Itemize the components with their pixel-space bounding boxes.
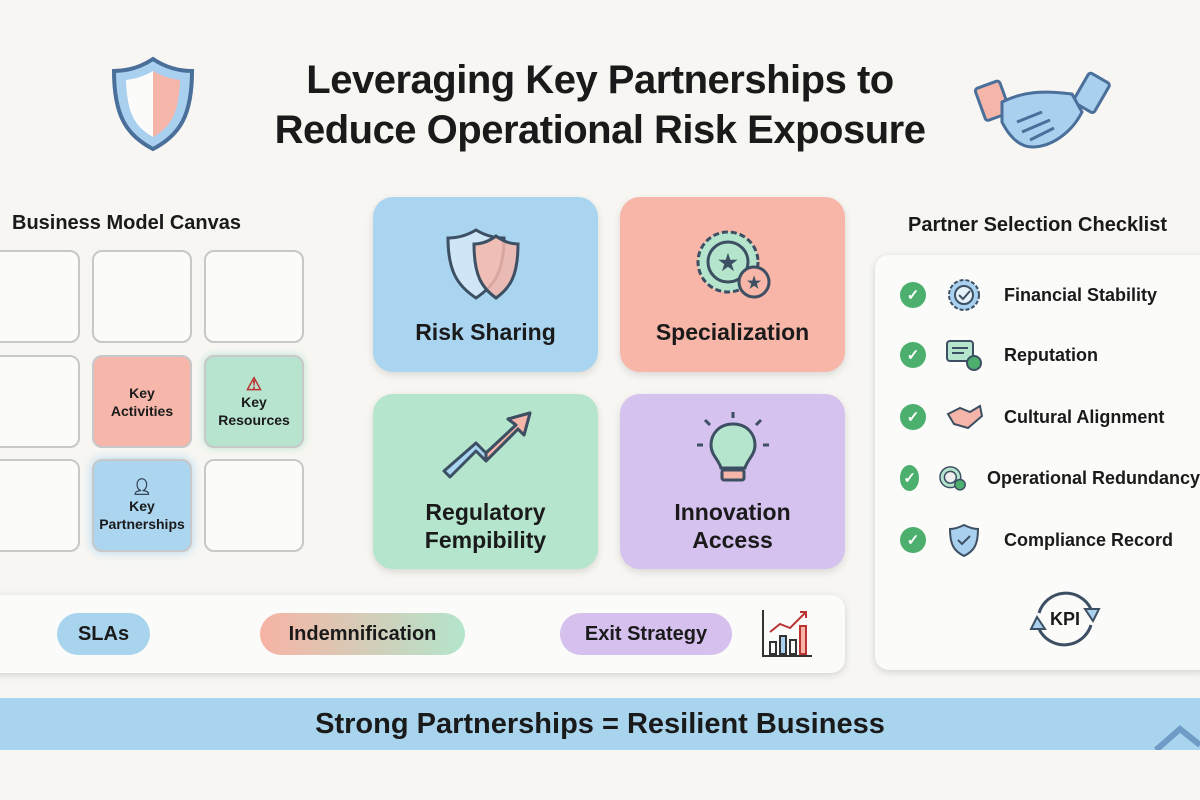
shield-check-icon bbox=[948, 523, 980, 557]
tile-innovation-access: Innovation Access bbox=[620, 394, 845, 569]
kpi-label: KPI bbox=[1049, 608, 1080, 629]
tile-label: Risk Sharing bbox=[415, 318, 556, 345]
tile-regulatory-flexibility: Regulatory Fempibility bbox=[373, 394, 598, 569]
pill-indemnification: Indemnification bbox=[260, 613, 465, 655]
checklist-label: Operational Redundancy bbox=[986, 467, 1200, 488]
canvas-cell bbox=[0, 459, 80, 552]
tile-label-line1: Innovation bbox=[674, 498, 791, 525]
checklist-item: ✓ Reputation bbox=[900, 340, 1098, 371]
tile-label-line2: Access bbox=[692, 526, 773, 553]
canvas-cell bbox=[0, 355, 80, 448]
pill-slas: SLAs bbox=[57, 613, 150, 655]
star-badge-icon: ★ ★ bbox=[696, 230, 770, 298]
canvas-cell bbox=[92, 250, 192, 343]
tile-label-line1: Regulatory bbox=[425, 499, 546, 525]
canvas-cell-key-partnerships: 👤︎ Key Partnerships bbox=[92, 459, 192, 552]
canvas-title: Business Model Canvas bbox=[12, 212, 241, 234]
canvas-cell-key-resources: ⚠ Key Resources bbox=[204, 355, 304, 448]
badge-check-icon bbox=[948, 279, 980, 311]
checklist-label: Reputation bbox=[1004, 344, 1098, 365]
tile-risk-sharing: Risk Sharing bbox=[373, 197, 598, 372]
canvas-cell bbox=[204, 459, 304, 552]
title-line-2: Reduce Operational Risk Exposure bbox=[274, 108, 926, 152]
svg-text:★: ★ bbox=[718, 250, 738, 275]
key-activities-line2: Activities bbox=[110, 402, 174, 419]
checklist-panel bbox=[875, 255, 1200, 670]
checklist-title: Partner Selection Checklist bbox=[908, 214, 1167, 236]
handshake-icon bbox=[973, 71, 1111, 149]
chevron-up-icon bbox=[1154, 725, 1200, 750]
refresh-cycle-icon bbox=[1029, 591, 1101, 647]
canvas-cell-key-activities: Key Activities bbox=[92, 355, 192, 448]
canvas-cell bbox=[204, 250, 304, 343]
checklist-label: Cultural Alignment bbox=[1004, 406, 1165, 427]
checklist-label: Financial Stability bbox=[1004, 284, 1158, 305]
title-line-1: Leveraging Key Partnerships to bbox=[306, 58, 894, 102]
key-partnerships-line1: Key bbox=[129, 497, 155, 514]
check-icon: ✓ bbox=[900, 465, 920, 491]
check-icon: ✓ bbox=[900, 527, 926, 553]
key-resources-line1: Key bbox=[241, 393, 267, 410]
checklist-item: ✓ Financial Stability bbox=[900, 279, 1158, 311]
key-partnerships-line2: Partnerships bbox=[99, 515, 185, 532]
check-icon: ✓ bbox=[900, 342, 926, 368]
person-icon: 👤︎ bbox=[131, 478, 153, 496]
growth-chart-icon bbox=[762, 610, 812, 657]
tile-specialization: ★ ★ Specialization bbox=[620, 197, 845, 372]
banner: Strong Partnerships = Resilient Business bbox=[0, 698, 1200, 750]
check-icon: ✓ bbox=[900, 404, 926, 430]
svg-text:★: ★ bbox=[746, 275, 761, 292]
tile-label-line2: Fempibility bbox=[424, 527, 547, 553]
canvas-cell bbox=[0, 250, 80, 343]
redundancy-check-icon bbox=[939, 466, 967, 491]
kpi-cycle: KPI bbox=[1025, 583, 1105, 655]
trend-arrow-icon bbox=[442, 411, 531, 479]
review-icon bbox=[946, 340, 982, 371]
pill-exit-strategy: Exit Strategy bbox=[560, 613, 732, 655]
handshake-icon bbox=[946, 404, 984, 430]
shield-icon bbox=[111, 56, 195, 152]
tile-label: Specialization bbox=[655, 318, 810, 345]
checklist-label: Compliance Record bbox=[1004, 529, 1174, 550]
checklist-item: ✓ Operational Redundancy bbox=[900, 463, 1200, 493]
checklist-item: ✓ Cultural Alignment bbox=[900, 402, 1164, 432]
checklist-item: ✓ Compliance Record bbox=[900, 523, 1174, 557]
key-resources-line2: Resources bbox=[218, 411, 290, 428]
overlapping-shields-icon bbox=[445, 227, 520, 300]
key-activities-line1: Key bbox=[129, 384, 155, 401]
lightbulb-icon bbox=[696, 411, 769, 481]
check-icon: ✓ bbox=[900, 282, 926, 308]
warning-icon: ⚠ bbox=[245, 373, 263, 394]
